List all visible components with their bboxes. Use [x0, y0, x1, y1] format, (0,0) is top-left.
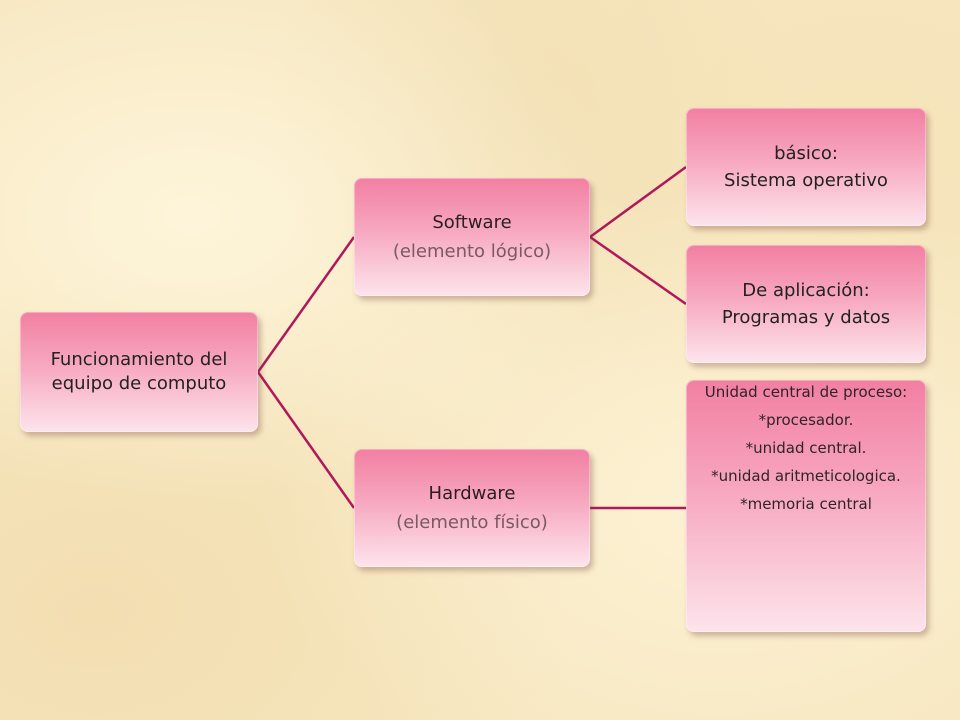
basico-node: básico: Sistema operativo — [686, 108, 926, 226]
basico-title: básico: — [774, 143, 838, 164]
cpu-item: *unidad aritmeticologica. — [711, 467, 901, 485]
connector-software-aplicacion — [589, 235, 687, 306]
software-subtitle: (elemento lógico) — [392, 241, 552, 262]
cpu-item: *unidad central. — [745, 439, 867, 457]
connector-root-software — [256, 236, 356, 373]
cpu-heading: Unidad central de proceso: — [704, 383, 908, 401]
connector-root-hardware — [256, 371, 356, 509]
root-node: Funcionamiento del equipo de computo — [20, 312, 258, 432]
basico-subtitle: Sistema operativo — [724, 170, 888, 191]
connector-software-basico — [589, 165, 687, 239]
cpu-item: *procesador. — [758, 411, 854, 429]
aplicacion-title: De aplicación: — [742, 280, 870, 301]
hardware-node: Hardware (elemento físico) — [354, 449, 590, 567]
software-title: Software — [432, 212, 512, 233]
cpu-item: *memoria central — [740, 495, 872, 513]
hardware-title: Hardware — [428, 483, 516, 504]
root-node-label: Funcionamiento del equipo de computo — [50, 349, 228, 394]
aplicacion-subtitle: Programas y datos — [721, 307, 891, 328]
software-node: Software (elemento lógico) — [354, 178, 590, 296]
hardware-subtitle: (elemento físico) — [396, 512, 548, 533]
aplicacion-node: De aplicación: Programas y datos — [686, 245, 926, 363]
cpu-node: Unidad central de proceso: *procesador. … — [686, 380, 926, 632]
